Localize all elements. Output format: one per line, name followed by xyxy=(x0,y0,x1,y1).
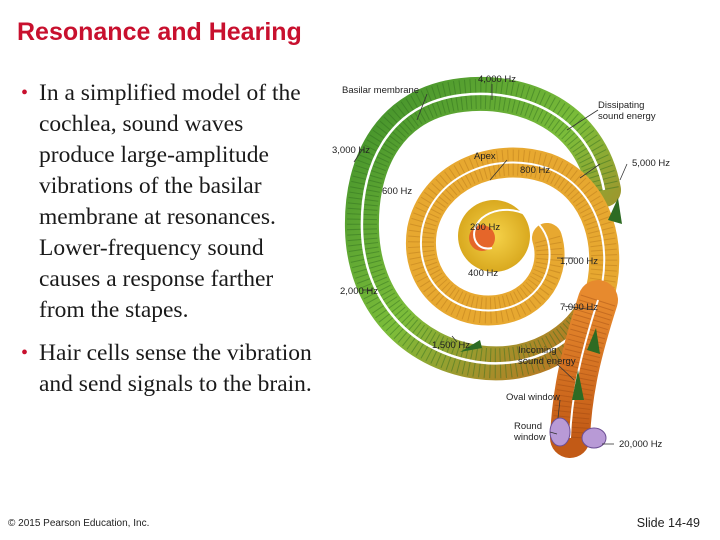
label-400hz: 400 Hz xyxy=(468,268,498,279)
label-7000hz: 7,000 Hz xyxy=(560,302,598,313)
basilar-membrane-line xyxy=(419,161,606,312)
slide-number: Slide 14-49 xyxy=(636,516,700,530)
label-600hz: 600 Hz xyxy=(382,186,412,197)
basilar-membrane-line xyxy=(360,92,606,365)
label-oval-window: Oval window xyxy=(506,392,560,403)
label-dissipating-line2: sound energy xyxy=(598,111,656,122)
label-1000hz: 1,000 Hz xyxy=(560,256,598,267)
label-1500hz: 1,500 Hz xyxy=(432,340,470,351)
label-basilar-membrane: Basilar membrane xyxy=(342,85,419,96)
label-2000hz: 2,000 Hz xyxy=(340,286,378,297)
round-window xyxy=(581,427,607,449)
label-200hz: 200 Hz xyxy=(470,222,500,233)
leader-lines xyxy=(353,84,628,445)
bullet-marker: • xyxy=(21,342,29,364)
label-20000hz: 20,000 Hz xyxy=(619,439,663,450)
bullet-marker: • xyxy=(21,82,29,104)
label-apex: Apex xyxy=(474,151,496,162)
slide-title: Resonance and Hearing xyxy=(17,18,302,46)
label-3000hz: 3,000 Hz xyxy=(332,145,370,156)
label-round-window-line2: window xyxy=(513,432,546,443)
label-800hz: 800 Hz xyxy=(520,165,550,176)
bullet-text: In a simplified model of the cochlea, so… xyxy=(39,80,301,323)
cochlea-diagram: Basilar membrane 4,000 Hz Dissipating so… xyxy=(332,74,670,458)
label-incoming-line1: Incoming xyxy=(518,345,557,356)
label-round-window-line1: Round xyxy=(514,421,542,432)
bullet-item: • In a simplified model of the cochlea, … xyxy=(20,78,320,326)
label-incoming: Incoming sound energy xyxy=(518,345,576,367)
label-dissipating-line1: Dissipating xyxy=(598,100,644,111)
label-dissipating: Dissipating sound energy xyxy=(598,100,656,122)
basilar-membrane-line xyxy=(473,208,548,250)
label-round-window: Round window xyxy=(513,421,546,443)
copyright-notice: © 2015 Pearson Education, Inc. xyxy=(8,518,150,529)
bullet-list: • In a simplified model of the cochlea, … xyxy=(20,78,320,400)
basilar-membrane-line xyxy=(569,299,599,439)
bullet-text: Hair cells sense the vibration and send … xyxy=(39,340,312,397)
label-4000hz: 4,000 Hz xyxy=(478,74,516,85)
label-5000hz: 5,000 Hz xyxy=(632,158,670,169)
sound-energy-arrows xyxy=(460,198,622,400)
cochlea-apex-center xyxy=(469,225,495,251)
oval-window xyxy=(549,417,571,447)
label-incoming-line2: sound energy xyxy=(518,356,576,367)
bullet-item: • Hair cells sense the vibration and sen… xyxy=(20,338,320,400)
